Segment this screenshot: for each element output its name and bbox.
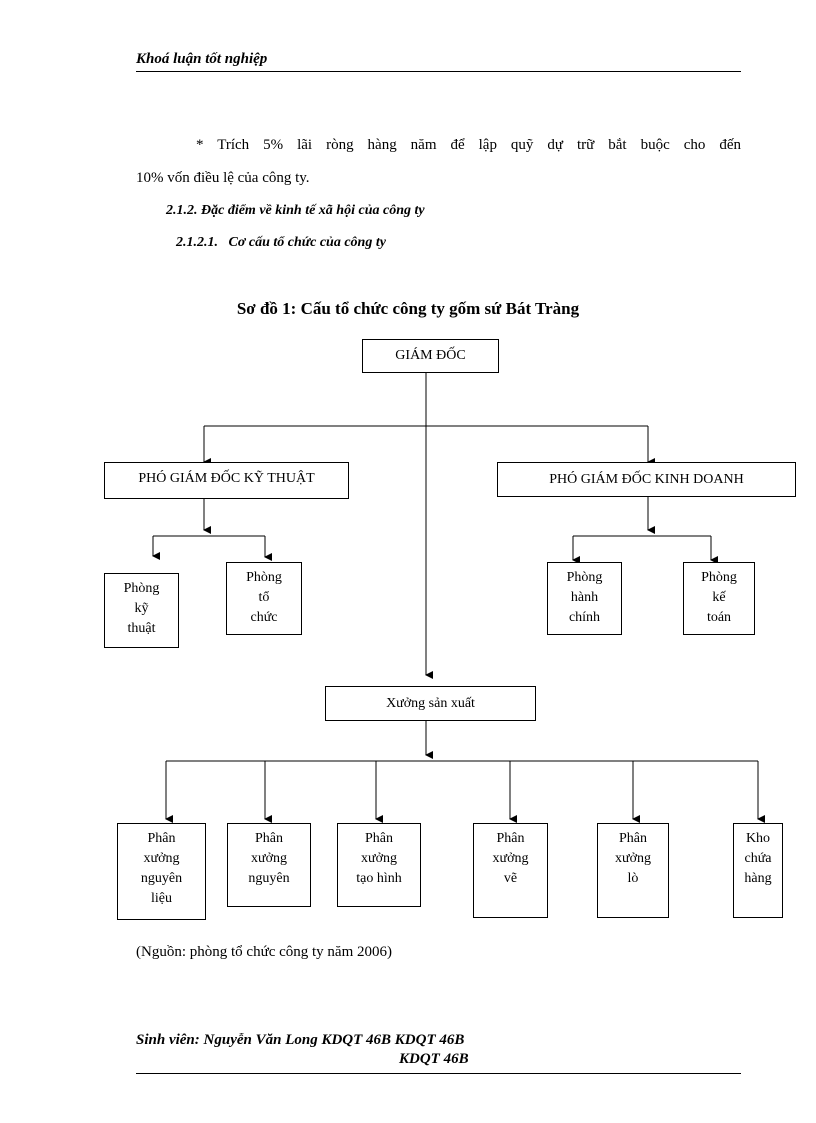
dept-admin-line-2: hành: [570, 590, 599, 605]
dept-admin-box: Phòng hành chính: [547, 562, 622, 635]
dept-accounting-box: Phòng kế toán: [683, 562, 755, 635]
footer-class: KDQT 46B: [399, 1051, 469, 1067]
unit-warehouse-box: Kho chứa hàng: [733, 823, 783, 918]
dept-tech-line-3: thuật: [127, 621, 156, 636]
unit-2-line-1: Phân: [255, 831, 283, 846]
unit-1-line-4: liệu: [151, 891, 172, 906]
unit-4-line-3: vẽ: [503, 871, 518, 886]
director-label: GIÁM ĐỐC: [395, 348, 466, 363]
section-heading-2-1-2-1: 2.1.2.1. Cơ cấu tổ chức của công ty: [176, 235, 386, 250]
dept-org-box: Phòng tổ chức: [226, 562, 302, 635]
unit-4-line-2: xưởng: [492, 851, 529, 866]
dept-tech-line-1: Phòng: [123, 581, 160, 596]
paragraph-line-2: 10% vốn điều lệ của công ty.: [136, 170, 310, 186]
source-note: (Nguồn: phòng tổ chức công ty năm 2006): [136, 944, 393, 960]
unit-raw-box: Phân xưởng nguyên: [227, 823, 311, 907]
deputy-business-label: PHÓ GIÁM ĐỐC KINH DOANH: [549, 471, 744, 487]
paragraph-line-1: * Trích 5% lãi ròng hàng năm để lập quỹ …: [196, 137, 741, 153]
dept-admin-line-3: chính: [568, 610, 601, 625]
unit-6-line-2: chứa: [744, 851, 772, 866]
director-box: GIÁM ĐỐC: [362, 339, 499, 373]
unit-1-line-3: nguyên: [140, 871, 183, 886]
page-header-title: Khoá luận tốt nghiệp: [136, 51, 268, 67]
unit-raw-materials-box: Phân xưởng nguyên liệu: [117, 823, 206, 920]
dept-tech-box: Phòng kỹ thuật: [104, 573, 179, 648]
dept-accounting-line-3: toán: [706, 610, 732, 625]
unit-5-line-1: Phân: [619, 831, 647, 846]
workshop-label: Xưởng sản xuất: [386, 695, 475, 711]
unit-5-line-3: lò: [627, 871, 639, 886]
unit-6-line-3: hàng: [744, 871, 772, 886]
unit-3-line-3: tạo hình: [356, 871, 402, 886]
dept-accounting-line-1: Phòng: [701, 570, 737, 585]
section-heading-2-1-2: 2.1.2. Đặc điểm về kinh tế xã hội của cô…: [166, 203, 425, 218]
workshop-box: Xưởng sản xuất: [325, 686, 536, 721]
unit-painting-box: Phân xưởng vẽ: [473, 823, 548, 918]
unit-1-line-2: xưởng: [143, 851, 180, 866]
unit-1-line-1: Phân: [147, 831, 176, 846]
deputy-business-box: PHÓ GIÁM ĐỐC KINH DOANH: [497, 462, 796, 497]
dept-tech-line-2: kỹ: [134, 601, 149, 616]
unit-6-line-1: Kho: [745, 831, 771, 846]
dept-org-line-1: Phòng: [246, 570, 282, 585]
footer-rule: [136, 1073, 741, 1074]
unit-kiln-box: Phân xưởng lò: [597, 823, 669, 918]
dept-admin-line-1: Phòng: [566, 570, 603, 585]
header-rule: [136, 71, 741, 72]
org-chart-title: Sơ đồ 1: Cấu tổ chức công ty gốm sứ Bát …: [236, 299, 580, 318]
deputy-tech-box: PHÓ GIÁM ĐỐC KỸ THUẬT: [104, 462, 349, 499]
dept-org-line-3: chức: [250, 610, 278, 625]
footer-author: Sinh viên: Nguyễn Văn Long KDQT 46B KDQT…: [136, 1032, 465, 1048]
unit-2-line-3: nguyên: [248, 871, 290, 886]
unit-5-line-2: xưởng: [615, 851, 651, 866]
unit-shaping-box: Phân xưởng tạo hình: [337, 823, 421, 907]
unit-4-line-1: Phân: [496, 831, 525, 846]
deputy-tech-label: PHÓ GIÁM ĐỐC KỸ THUẬT: [138, 471, 315, 486]
unit-3-line-2: xưởng: [361, 851, 397, 866]
dept-org-line-2: tổ: [258, 590, 270, 605]
unit-3-line-1: Phân: [365, 831, 393, 846]
dept-accounting-line-2: kế: [712, 590, 726, 605]
unit-2-line-2: xưởng: [251, 851, 287, 866]
